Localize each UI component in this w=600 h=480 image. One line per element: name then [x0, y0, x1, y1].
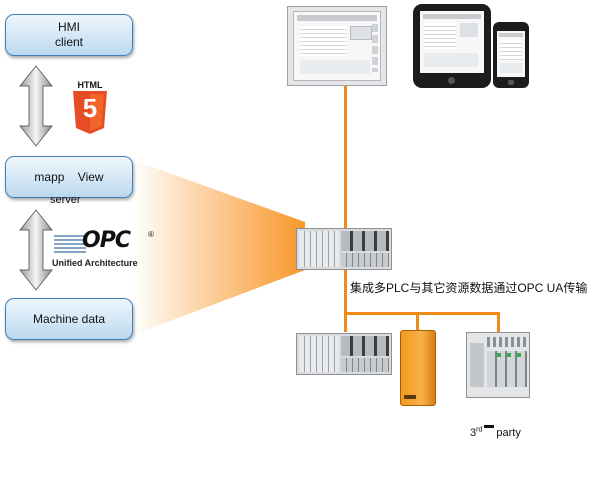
- opc-logo-word: OPC: [82, 228, 131, 253]
- third-party-number: 3: [470, 427, 477, 439]
- opc-registered-mark: ®: [148, 230, 154, 239]
- double-arrow-icon: [18, 209, 54, 291]
- third-party-suffix: rd: [476, 426, 483, 434]
- monitor-screen: [293, 11, 381, 81]
- opc-ua-logo: OPC ® Unified Architecture: [52, 228, 156, 272]
- network-line-horizontal: [344, 312, 499, 315]
- plc-controller-secondary: [296, 333, 392, 375]
- third-party-device: [466, 332, 530, 398]
- plc-controller-main: [296, 228, 392, 270]
- html5-logo-number: 5: [82, 93, 98, 123]
- network-line-top: [344, 86, 347, 230]
- hmi-client-box: HMI client: [5, 14, 133, 56]
- html5-logo: HTML 5: [70, 80, 110, 136]
- hmi-client-label-line1: HMI: [58, 20, 80, 34]
- mapp-view-label: mapp View: [34, 169, 104, 184]
- tablet-icon: [413, 4, 491, 88]
- tablet-screen: [420, 11, 484, 73]
- integration-caption: 集成多PLC与其它资源数据通过OPC UA传输: [350, 281, 588, 295]
- hmi-client-label-line2: client: [54, 35, 83, 49]
- opc-globe-icon: [54, 235, 86, 253]
- network-line-drop-3: [497, 312, 500, 332]
- network-line-middle: [344, 268, 347, 332]
- third-party-label: 3rd party: [470, 425, 521, 439]
- orange-drive-module: [400, 330, 436, 406]
- network-line-drop-2: [416, 312, 419, 332]
- phone-icon: [493, 22, 529, 88]
- opc-logo-subtitle: Unified Architecture: [52, 258, 138, 268]
- html5-shield-icon: [73, 91, 107, 134]
- phone-screen: [497, 31, 525, 77]
- mapp-view-server-box: mapp View: [5, 156, 133, 198]
- monitor-icon: [287, 6, 387, 86]
- third-party-dash: [484, 425, 495, 428]
- server-label: server: [50, 194, 81, 206]
- double-arrow-icon: [18, 65, 54, 147]
- machine-data-box: Machine data: [5, 298, 133, 340]
- html5-logo-text: HTML: [77, 80, 103, 90]
- third-party-word: party: [496, 427, 521, 439]
- machine-data-label: Machine data: [32, 311, 106, 326]
